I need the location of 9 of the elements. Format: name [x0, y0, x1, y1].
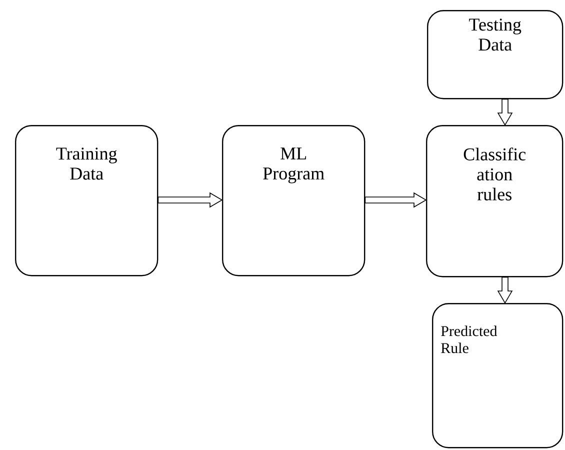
process-box: ML Program	[222, 125, 366, 276]
arrow	[497, 98, 513, 126]
process-box: Testing Data	[427, 10, 564, 100]
arrow	[158, 192, 223, 208]
arrow	[497, 276, 513, 304]
process-box: Training Data	[15, 125, 158, 276]
process-box: Classific ation rules	[426, 125, 564, 278]
process-box: Predicted Rule	[432, 303, 564, 448]
arrow	[364, 192, 427, 208]
